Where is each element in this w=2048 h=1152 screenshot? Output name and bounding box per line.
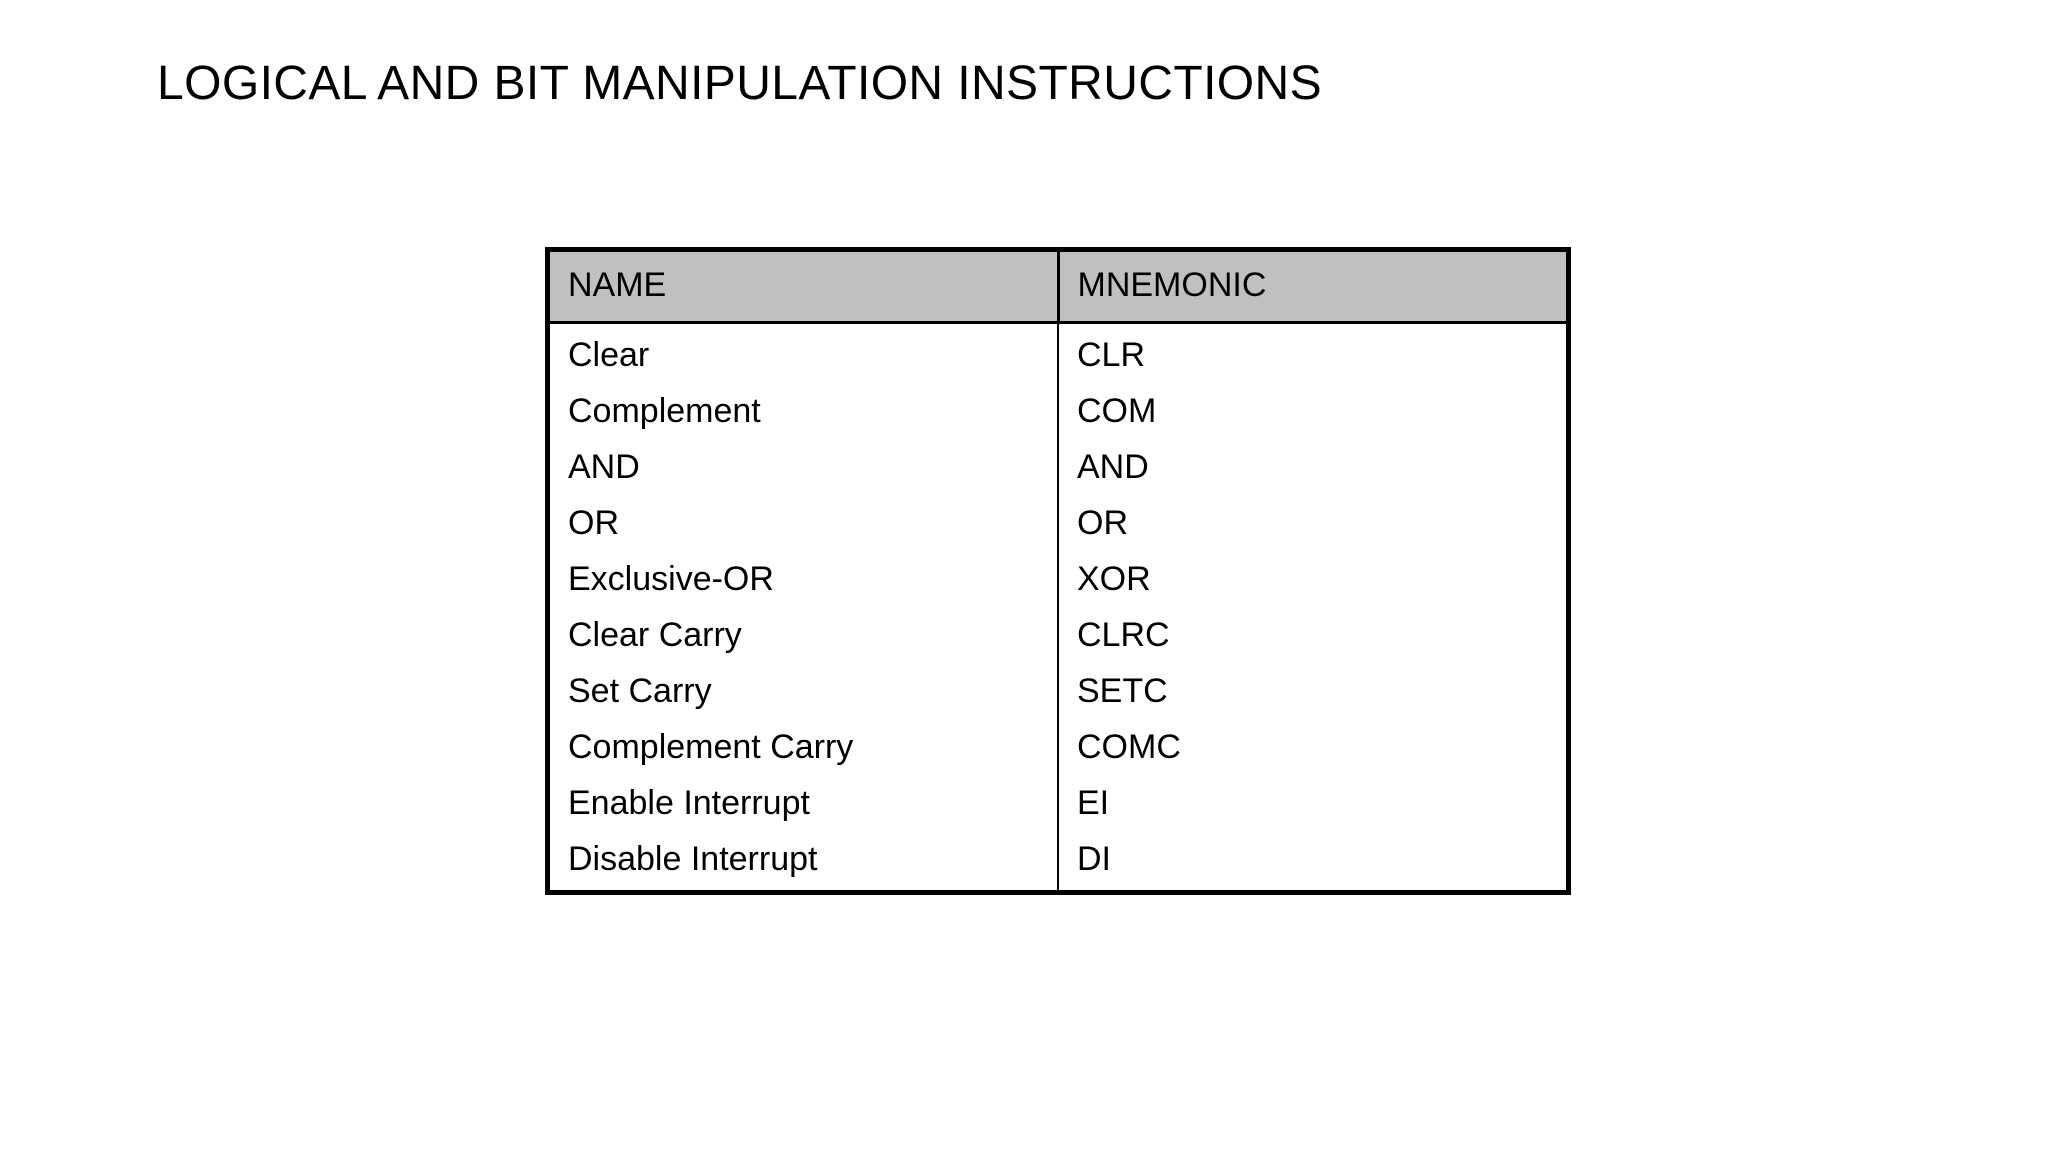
cell-mnemonic: XOR — [1058, 551, 1566, 607]
cell-name: Clear — [550, 322, 1059, 383]
cell-mnemonic: COM — [1058, 383, 1566, 439]
table-row: Clear Carry CLRC — [550, 607, 1566, 663]
table-row: Complement Carry COMC — [550, 719, 1566, 775]
cell-name: Enable Interrupt — [550, 775, 1059, 831]
column-header-mnemonic: MNEMONIC — [1058, 252, 1566, 324]
cell-mnemonic: CLR — [1058, 322, 1566, 383]
table-row: Complement COM — [550, 383, 1566, 439]
table-row: Exclusive-OR XOR — [550, 551, 1566, 607]
instruction-table: NAME MNEMONIC Clear CLR Complement COM A… — [550, 252, 1566, 890]
instruction-table-container: NAME MNEMONIC Clear CLR Complement COM A… — [545, 247, 1571, 895]
cell-name: Complement Carry — [550, 719, 1059, 775]
table-row: Disable Interrupt DI — [550, 831, 1566, 890]
table-row: Set Carry SETC — [550, 663, 1566, 719]
table-row: AND AND — [550, 439, 1566, 495]
cell-name: Set Carry — [550, 663, 1059, 719]
cell-name: Disable Interrupt — [550, 831, 1059, 890]
cell-name: Complement — [550, 383, 1059, 439]
table-body: Clear CLR Complement COM AND AND OR OR E… — [550, 322, 1566, 890]
cell-mnemonic: AND — [1058, 439, 1566, 495]
cell-name: Clear Carry — [550, 607, 1059, 663]
page-title: LOGICAL AND BIT MANIPULATION INSTRUCTION… — [157, 57, 1323, 110]
table-row: Clear CLR — [550, 322, 1566, 383]
table-header: NAME MNEMONIC — [550, 252, 1566, 324]
cell-mnemonic: EI — [1058, 775, 1566, 831]
cell-name: OR — [550, 495, 1059, 551]
column-header-name: NAME — [550, 252, 1060, 324]
cell-name: Exclusive-OR — [550, 551, 1059, 607]
table-row: Enable Interrupt EI — [550, 775, 1566, 831]
cell-name: AND — [550, 439, 1059, 495]
cell-mnemonic: SETC — [1058, 663, 1566, 719]
cell-mnemonic: OR — [1058, 495, 1566, 551]
cell-mnemonic: COMC — [1058, 719, 1566, 775]
cell-mnemonic: CLRC — [1058, 607, 1566, 663]
table-header-row: NAME MNEMONIC — [550, 252, 1566, 324]
cell-mnemonic: DI — [1058, 831, 1566, 890]
table-row: OR OR — [550, 495, 1566, 551]
